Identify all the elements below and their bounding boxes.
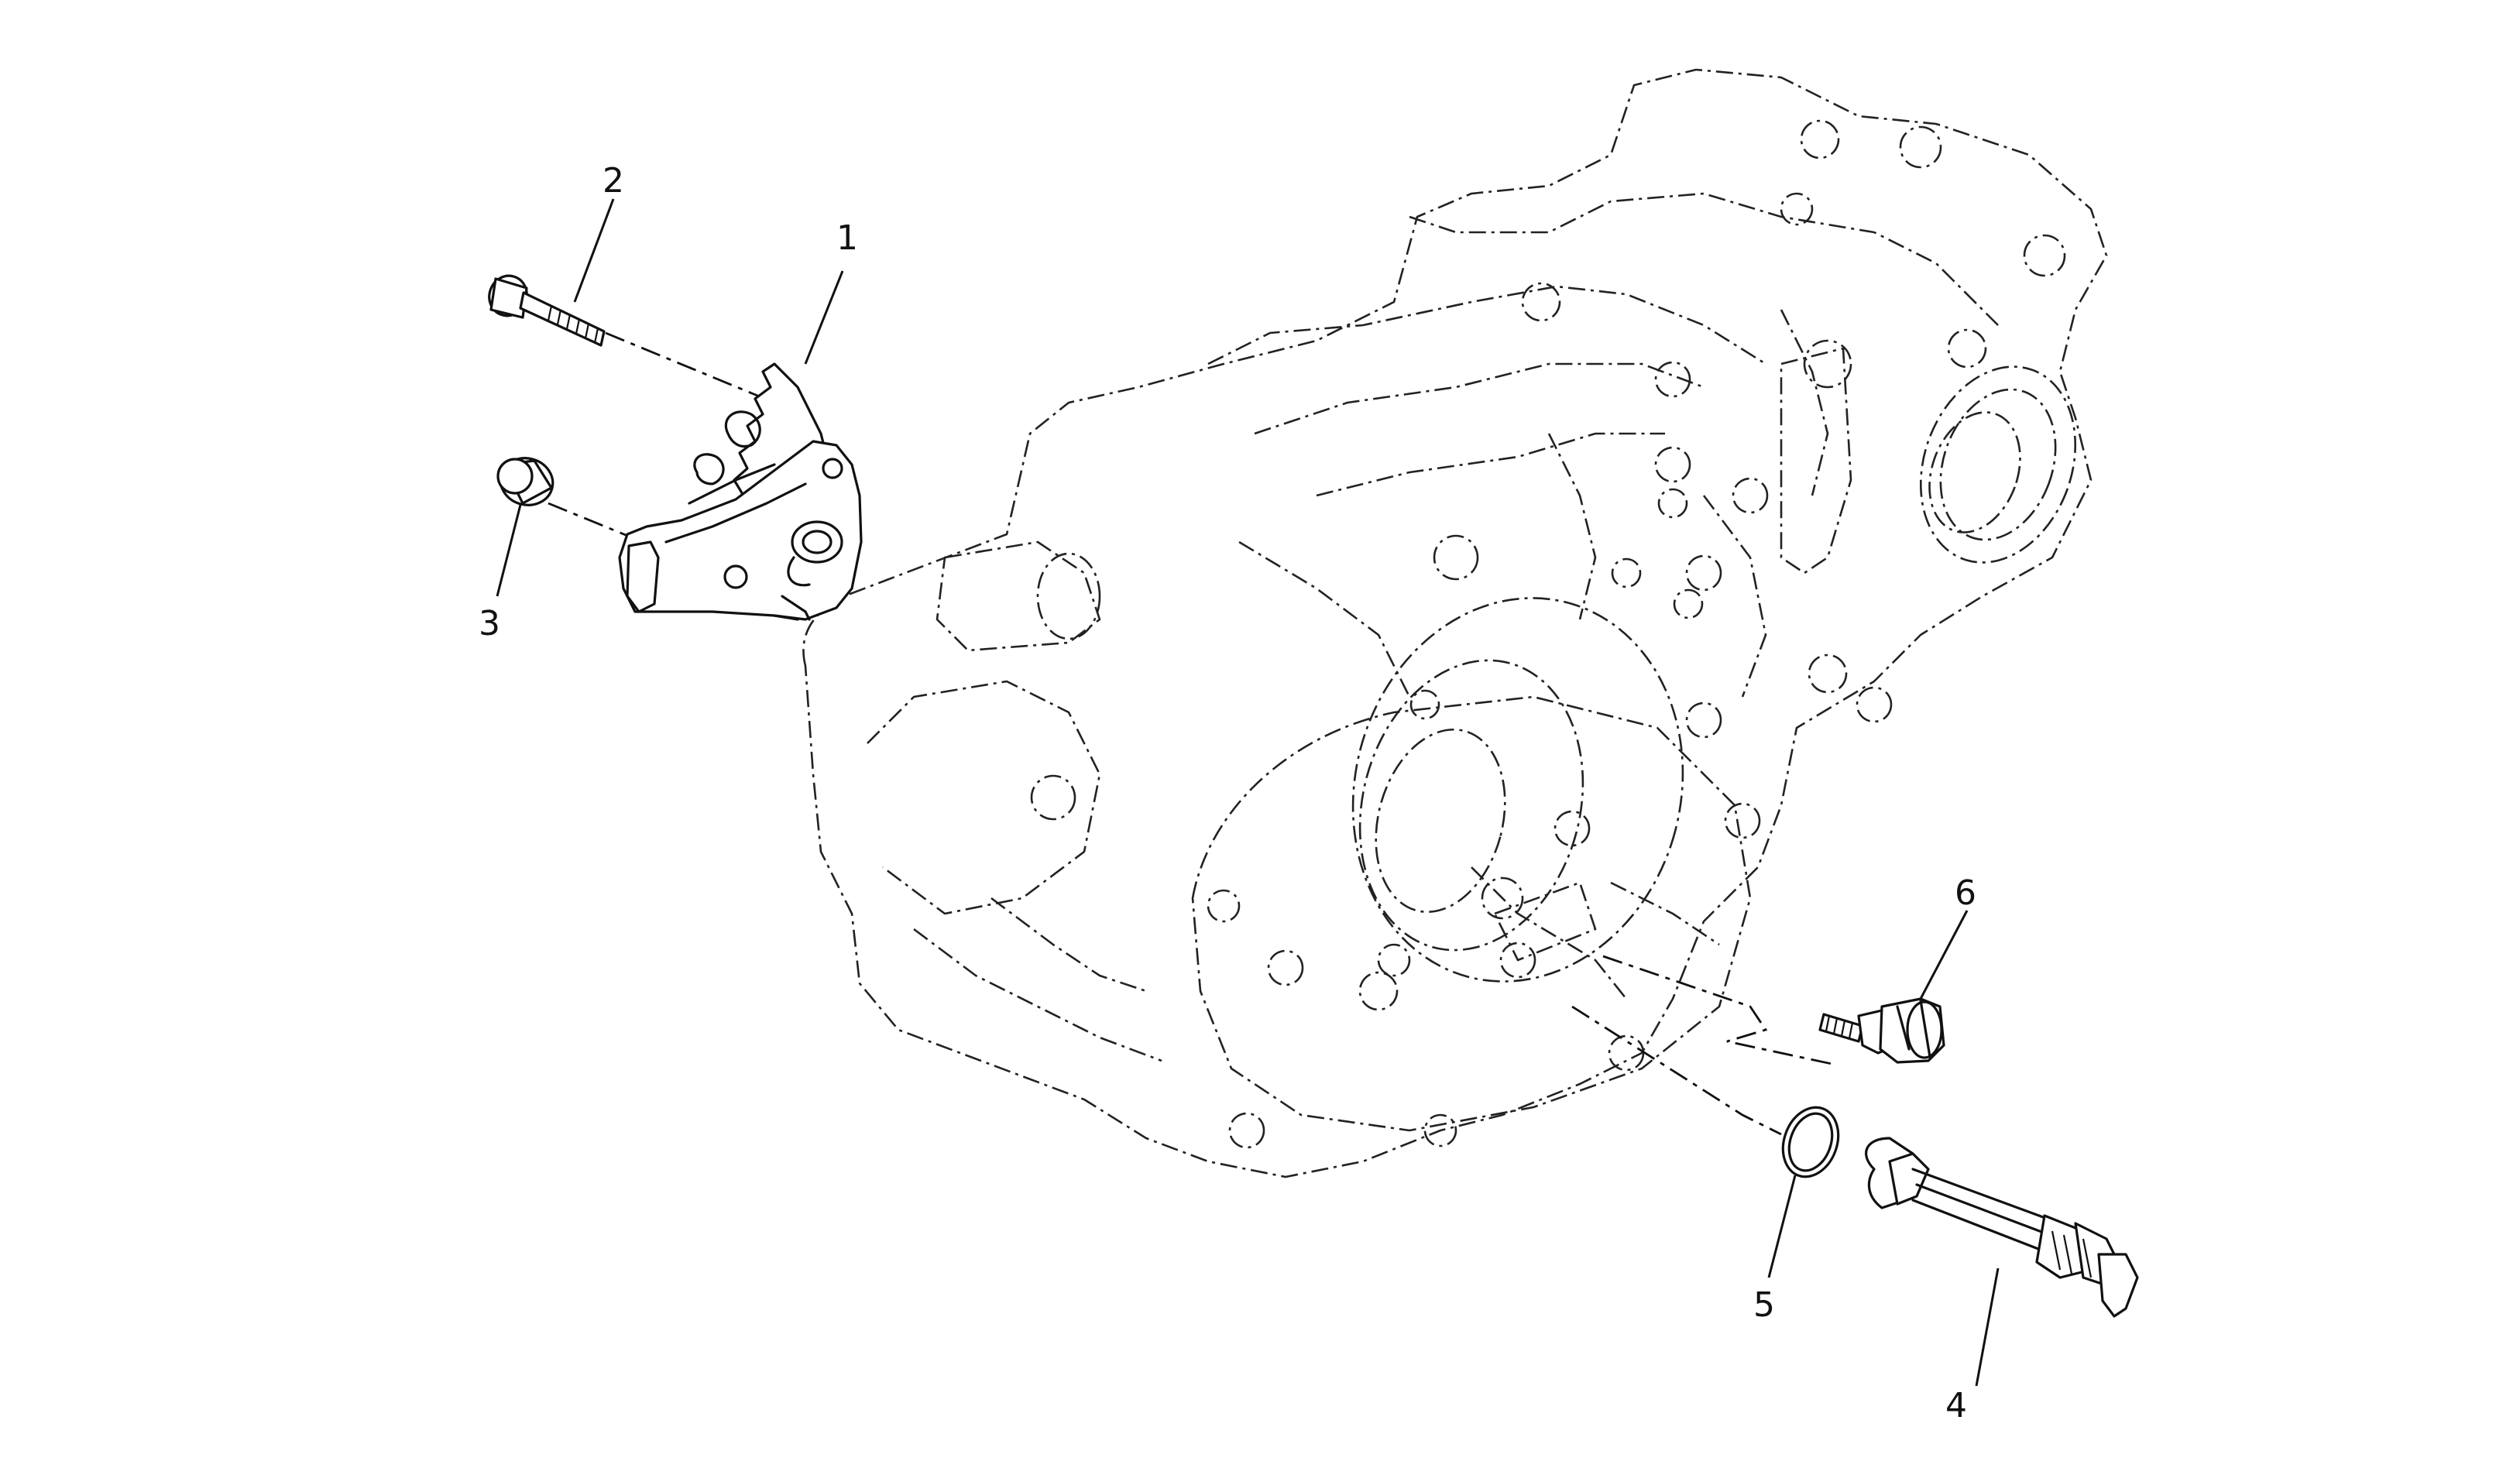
drain-bolt: [1818, 997, 1945, 1064]
dowel-collar: [496, 457, 554, 506]
leader-4: [1975, 1267, 2000, 1387]
crankcase-phantom-outline: [802, 68, 2108, 1178]
dipstick-plug: [1865, 1137, 2139, 1318]
leader-1: [804, 270, 844, 365]
pump-bolt: [488, 274, 606, 347]
callout-6: 6: [1955, 873, 1976, 913]
leader-3: [496, 504, 522, 597]
callout-2: 2: [603, 161, 624, 201]
leader-5: [1767, 1175, 1797, 1278]
callout-3: 3: [479, 604, 500, 643]
callout-4: 4: [1945, 1386, 1967, 1425]
leader-lines: [496, 198, 2000, 1387]
callout-1: 1: [836, 218, 858, 258]
callout-5: 5: [1753, 1285, 1775, 1325]
leader-6: [1919, 910, 1969, 1000]
oil-pump-assembly: [618, 362, 863, 621]
callout-labels: 1 2 3 4 5 6: [479, 161, 1976, 1425]
leader-2: [573, 198, 615, 303]
o-ring: [1781, 1106, 1840, 1178]
